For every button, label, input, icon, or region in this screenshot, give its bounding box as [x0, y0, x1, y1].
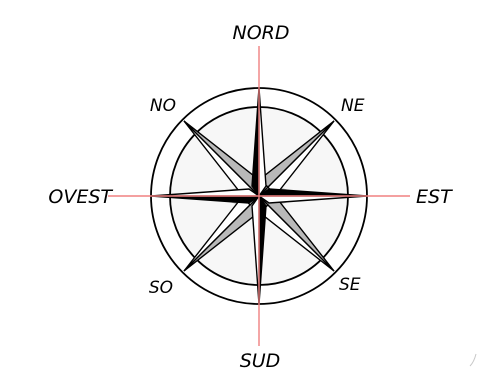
axis-lines [108, 46, 410, 346]
label-west: OVEST [48, 186, 113, 208]
label-southwest: SO [149, 278, 173, 298]
label-south: SUD [240, 350, 281, 372]
label-northwest: NO [150, 96, 176, 116]
corner-mark [470, 354, 476, 366]
label-southeast: SE [339, 275, 361, 295]
label-north: NORD [233, 22, 290, 44]
label-northeast: NE [341, 96, 365, 116]
label-east: EST [416, 186, 453, 208]
